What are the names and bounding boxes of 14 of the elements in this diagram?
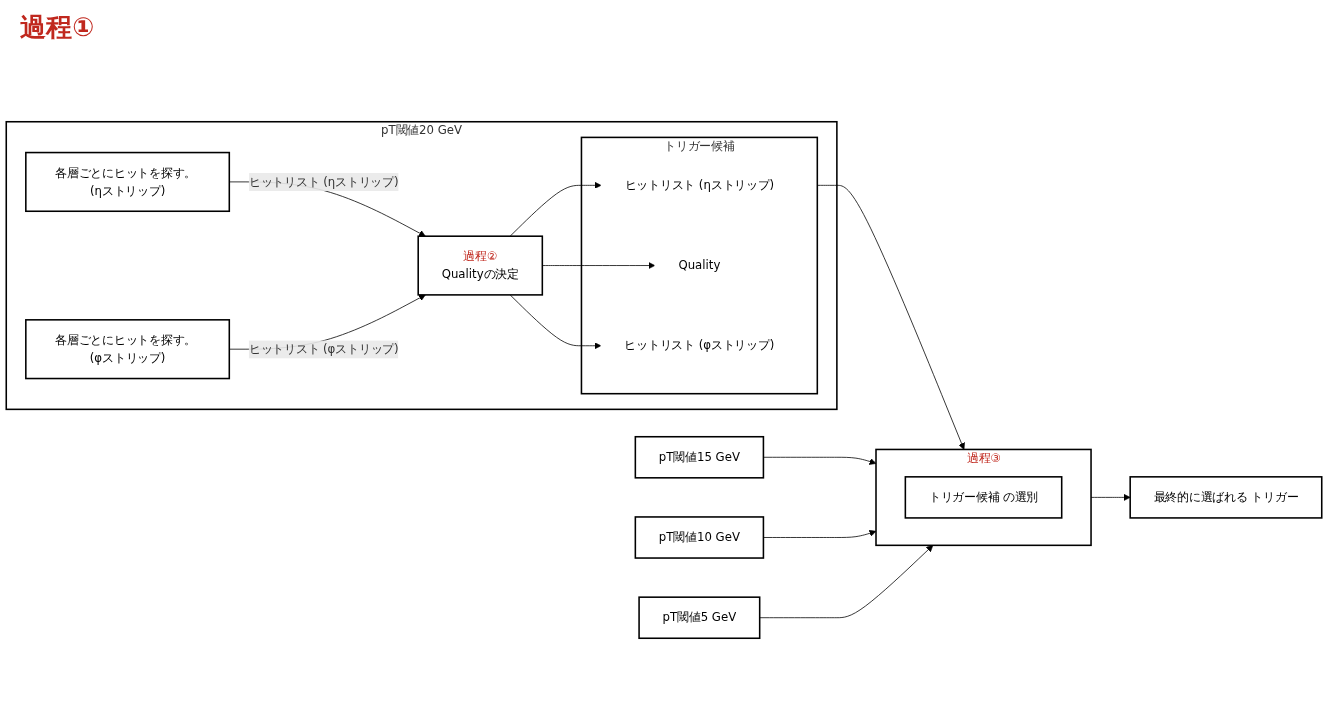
node-text: Quality <box>678 258 721 273</box>
edge-label: ヒットリスト (φストリップ) <box>248 341 399 357</box>
node-box: 最終的に選ばれる トリガー <box>1129 476 1323 519</box>
node-text: ヒットリスト (ηストリップ) <box>624 178 775 193</box>
node-box: トリガー候補 の選別 <box>904 476 1063 519</box>
node-box: 各層ごとにヒットを探す。 (φストリップ) <box>25 319 231 380</box>
node-box: pT閾値15 GeV <box>634 435 765 479</box>
node-text: ヒットリスト (φストリップ) <box>624 338 775 353</box>
node-box: 各層ごとにヒットを探す。 (ηストリップ) <box>25 151 231 213</box>
process-label: 過程① <box>20 12 94 42</box>
edge-label: ヒットリスト (ηストリップ) <box>249 174 399 189</box>
node-box: pT閾値10 GeV <box>634 516 765 559</box>
node-box: 過程② Qualityの決定 <box>417 235 544 296</box>
node-box: pT閾値5 GeV <box>638 596 761 640</box>
